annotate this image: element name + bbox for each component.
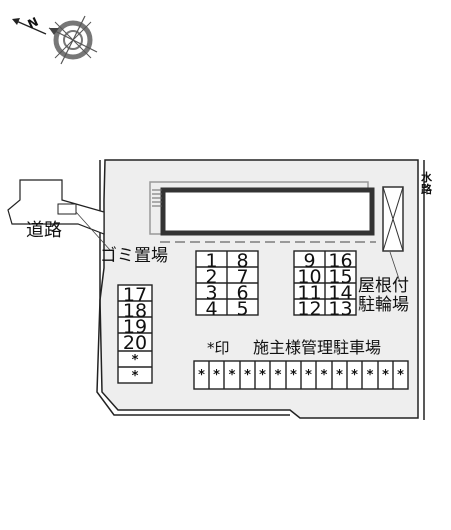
parking-space: *: [131, 353, 139, 368]
parking-space: 13: [328, 298, 353, 320]
parking-block-a: [195, 250, 259, 316]
parking-space: 5: [236, 298, 249, 320]
parking-space: *: [198, 368, 205, 383]
parking-space: *: [351, 368, 358, 383]
road-gate: [57, 203, 77, 215]
parking-space: 2: [205, 266, 218, 288]
north-arrow-icon: [12, 18, 47, 35]
parking-space: 16: [328, 250, 353, 272]
parking-space: *: [259, 368, 266, 383]
asterisk-note-label: *印: [207, 339, 230, 357]
parking-space: 20: [122, 332, 148, 354]
parking-space: *: [336, 368, 343, 383]
parking-space: 17: [122, 284, 148, 306]
compass-icon: [48, 15, 98, 65]
parking-space: 8: [236, 250, 249, 272]
parking-space: 15: [328, 266, 353, 288]
parking-space: 4: [205, 298, 218, 320]
parking-space: 18: [122, 300, 148, 322]
parking-space: *: [274, 368, 282, 383]
parking-space: 7: [236, 266, 249, 288]
parking-space: 19: [122, 316, 148, 338]
parking-space: 3: [205, 282, 218, 304]
parking-space: *: [290, 368, 297, 383]
parking-space: *: [382, 368, 389, 383]
parking-space: 14: [328, 282, 353, 304]
parking-space: *: [244, 368, 251, 383]
road-label: 道路: [26, 220, 62, 241]
building: [160, 187, 375, 236]
parking-space: *: [213, 368, 220, 383]
parking-space: *: [366, 368, 374, 383]
parking-space: 9: [303, 250, 316, 272]
parking-space: *: [131, 369, 139, 384]
parking-block-b: [293, 250, 357, 316]
parking-space: 11: [297, 282, 322, 304]
parking-space: 12: [297, 298, 322, 320]
bike-parking-label: 屋根付 駐輪場: [358, 276, 409, 315]
waterway-label: 水 路: [421, 171, 432, 196]
stairs: [152, 189, 162, 207]
parking-block-c: [117, 284, 153, 384]
owner-managed-parking-label: 施主様管理駐車場: [253, 338, 382, 357]
parking-space: *: [228, 368, 236, 383]
parking-space: *: [397, 368, 404, 383]
parking-space: 6: [236, 282, 249, 304]
garbage-area-label: ゴミ置場: [100, 246, 168, 266]
parking-space: 10: [297, 266, 322, 288]
parking-bottom-row: [193, 360, 409, 390]
parking-space: 1: [205, 250, 218, 272]
parking-space: *: [320, 368, 328, 383]
parking-space: *: [305, 368, 312, 383]
